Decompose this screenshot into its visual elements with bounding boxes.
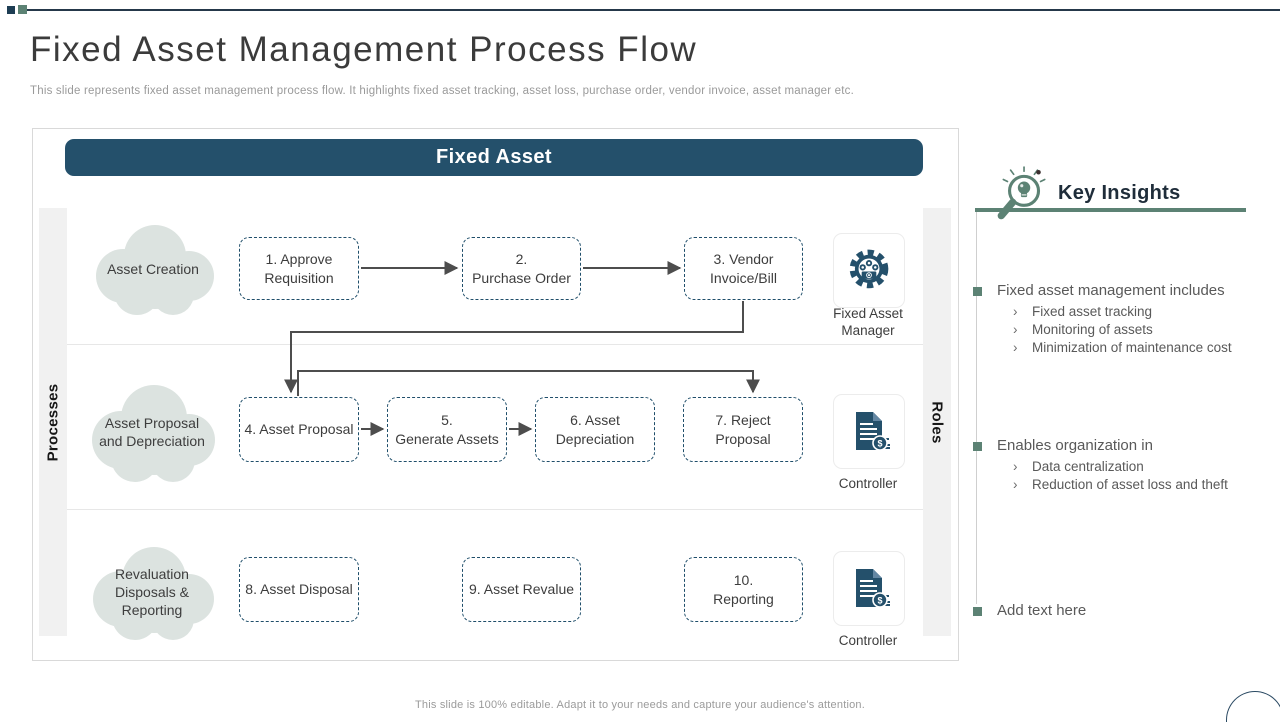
insight-sub-label: Data centralization <box>1032 459 1144 474</box>
cloud-revaluation: Revaluation Disposals & Reporting <box>77 537 227 649</box>
process-box-10: 10. Reporting <box>684 557 803 622</box>
role-label: Controller <box>838 633 898 648</box>
role-tile-fixed-asset-manager <box>833 233 905 308</box>
gear-money-icon <box>849 249 889 288</box>
invoice-coin-icon: $ <box>856 568 890 608</box>
roles-axis-label: Roles <box>928 400 946 444</box>
roles-axis-strip: Roles <box>923 208 951 636</box>
cloud-shape <box>92 385 215 482</box>
chevron-marker-icon: › <box>1013 304 1018 319</box>
role-tile-controller: $ <box>833 551 905 626</box>
bullet-square-icon <box>973 607 982 616</box>
diagram-banner: Fixed Asset <box>65 139 923 176</box>
insight-sub-label: Monitoring of assets <box>1032 322 1153 337</box>
insight-sub-item: › Reduction of asset loss and theft <box>1013 477 1273 492</box>
row-separator <box>67 344 923 345</box>
svg-text:$: $ <box>877 438 882 448</box>
process-flow-panel: Fixed Asset Processes Roles Asset Creati… <box>32 128 959 661</box>
process-box-6: 6. Asset Depreciation <box>535 397 655 462</box>
process-box-8: 8. Asset Disposal <box>239 557 359 622</box>
process-box-9: 9. Asset Revalue <box>462 557 581 622</box>
footer-note: This slide is 100% editable. Adapt it to… <box>415 699 865 711</box>
cloud-label: Revaluation Disposals & Reporting <box>115 566 189 618</box>
chevron-marker-icon: › <box>1013 459 1018 474</box>
process-box-1: 1. Approve Requisition <box>239 237 359 300</box>
cloud-shape <box>96 225 214 315</box>
top-divider-line <box>27 9 1280 11</box>
cloud-asset-proposal: Asset Proposal and Depreciation <box>77 374 227 492</box>
key-insights-vertical-line <box>976 212 977 604</box>
insight-sub-label: Reduction of asset loss and theft <box>1032 477 1228 492</box>
chevron-marker-icon: › <box>1013 322 1018 337</box>
cloud-shape <box>93 547 214 640</box>
process-box-2: 2. Purchase Order <box>462 237 581 300</box>
process-box-5: 5. Generate Assets <box>387 397 507 462</box>
role-label: Controller <box>838 476 898 491</box>
process-box-4: 4. Asset Proposal <box>239 397 359 462</box>
row-separator <box>67 509 923 510</box>
process-box-3: 3. Vendor Invoice/Bill <box>684 237 803 300</box>
invoice-coin-icon: $ <box>856 411 890 451</box>
corner-square-teal <box>18 5 27 14</box>
bullet-square-icon <box>973 442 982 451</box>
insight-sub-item: › Fixed asset tracking <box>1013 304 1273 319</box>
magnifier-bulb-icon <box>997 166 1046 220</box>
insight-bullet: Enables organization in <box>973 437 1273 454</box>
insight-sub-item: › Data centralization <box>1013 459 1273 474</box>
page-subtitle: This slide represents fixed asset manage… <box>30 85 855 97</box>
corner-square-dark <box>7 6 15 14</box>
key-insights-icon-wrap <box>993 165 1053 230</box>
page-title: Fixed Asset Management Process Flow <box>30 30 698 69</box>
key-insights-title: Key Insights <box>1058 182 1181 204</box>
role-label: Fixed Asset Manager <box>833 306 903 338</box>
role-tile-controller: $ <box>833 394 905 469</box>
insight-bullet: Fixed asset management includes <box>973 282 1273 299</box>
insight-sub-item: › Minimization of maintenance cost <box>1013 340 1273 355</box>
svg-text:$: $ <box>877 595 882 605</box>
process-box-7: 7. Reject Proposal <box>683 397 803 462</box>
corner-semicircle <box>1226 691 1280 722</box>
cloud-label: Asset Proposal and Depreciation <box>99 415 205 449</box>
chevron-marker-icon: › <box>1013 340 1018 355</box>
insight-bullet-label: Add text here <box>997 602 1087 619</box>
insight-sub-item: › Monitoring of assets <box>1013 322 1273 337</box>
key-insights-underline <box>975 208 1246 212</box>
chevron-marker-icon: › <box>1013 477 1018 492</box>
cloud-label: Asset Creation <box>107 261 199 278</box>
insight-sub-label: Fixed asset tracking <box>1032 304 1153 319</box>
bullet-square-icon <box>973 287 982 296</box>
insight-bullet: Add text here <box>973 602 1273 619</box>
insight-bullet-label: Fixed asset management includes <box>997 282 1225 299</box>
processes-axis-label: Processes <box>44 383 62 461</box>
insight-bullet-label: Enables organization in <box>997 437 1153 454</box>
processes-axis-strip: Processes <box>39 208 67 636</box>
cloud-asset-creation: Asset Creation <box>79 216 227 324</box>
insight-sub-label: Minimization of maintenance cost <box>1032 340 1232 355</box>
